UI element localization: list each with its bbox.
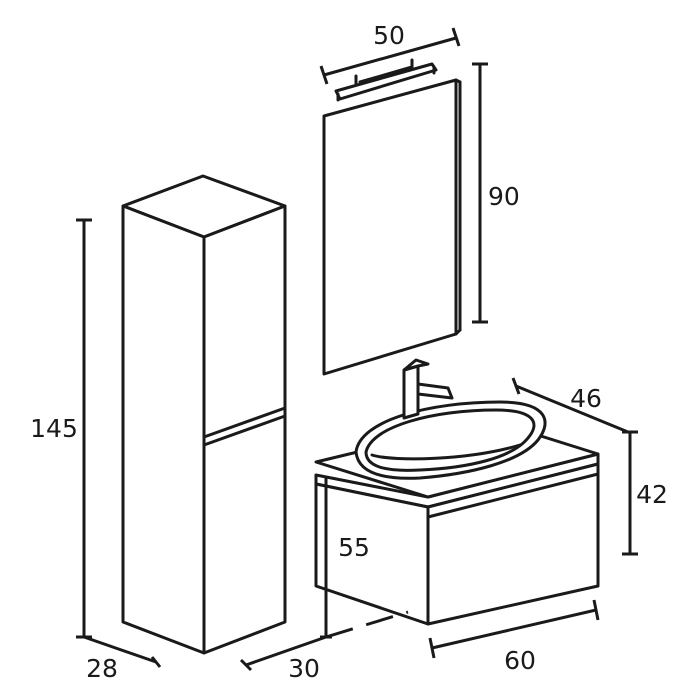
tap-body — [402, 364, 420, 420]
column-side-face — [121, 204, 206, 655]
cabinet-depth-label: 30 — [288, 654, 320, 683]
basin-height-label: 42 — [636, 480, 668, 509]
floor-clearance-label: 55 — [338, 533, 370, 562]
basin-inner — [364, 408, 536, 472]
mirror-with-lamp — [322, 58, 462, 376]
cabinet-side — [314, 482, 430, 626]
mirror-width-label: 50 — [373, 21, 405, 50]
tap-spout — [416, 382, 454, 400]
basin-shadow — [370, 443, 522, 461]
column-door-split — [202, 406, 287, 447]
dimension-lines — [76, 27, 638, 672]
cabinet-front — [426, 462, 600, 626]
cabinet-width-label: 60 — [504, 646, 536, 675]
drawer-line — [426, 472, 600, 519]
lamp-highlight — [358, 65, 414, 84]
basin-depth-label: 46 — [570, 384, 602, 413]
mirror-edge-bottom — [454, 328, 462, 336]
dimension-labels: 50 90 145 28 30 46 42 55 60 — [30, 21, 668, 683]
mirror-height-label: 90 — [488, 182, 520, 211]
tap-top — [402, 358, 430, 372]
column-depth-label: 28 — [86, 654, 118, 683]
column-height-label: 145 — [30, 414, 78, 443]
vanity-unit — [314, 358, 600, 626]
mirror-panel — [322, 78, 458, 376]
tall-column-cabinet — [121, 174, 287, 655]
